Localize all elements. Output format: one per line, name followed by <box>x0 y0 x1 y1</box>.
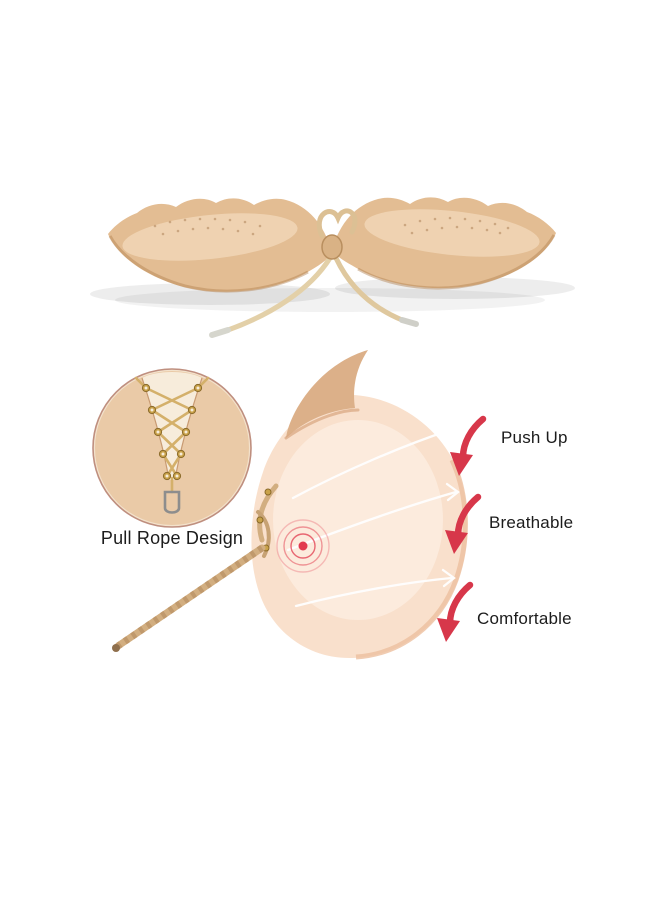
pull-rope <box>112 483 279 652</box>
breathable-label: Breathable <box>489 513 574 532</box>
pull-rope-design-label: Pull Rope Design <box>100 528 244 548</box>
shadow <box>90 283 330 305</box>
flow-arrow-icon <box>286 420 460 608</box>
bra-top-view <box>90 197 575 338</box>
shadow <box>115 288 545 312</box>
curved-down-arrow-icon <box>450 415 487 476</box>
curved-down-arrow-icon <box>437 581 474 642</box>
concentric-rings-icon <box>276 519 330 573</box>
cup-side-view <box>112 350 468 660</box>
red-callout-arrows <box>437 415 487 642</box>
center-knot <box>321 234 343 260</box>
pull-rope-inset-circle <box>92 368 252 528</box>
comfortable-label: Comfortable <box>477 609 572 628</box>
push-up-label: Push Up <box>501 428 568 447</box>
curved-down-arrow-icon <box>445 493 482 554</box>
lace-gap <box>142 372 202 480</box>
drawstring-cords <box>209 208 419 338</box>
cup-flap <box>286 350 368 438</box>
lace-cords <box>134 376 210 494</box>
right-cup <box>332 197 556 290</box>
breathable-dots <box>153 216 510 236</box>
left-cup <box>108 198 332 293</box>
g-hook <box>163 490 181 514</box>
